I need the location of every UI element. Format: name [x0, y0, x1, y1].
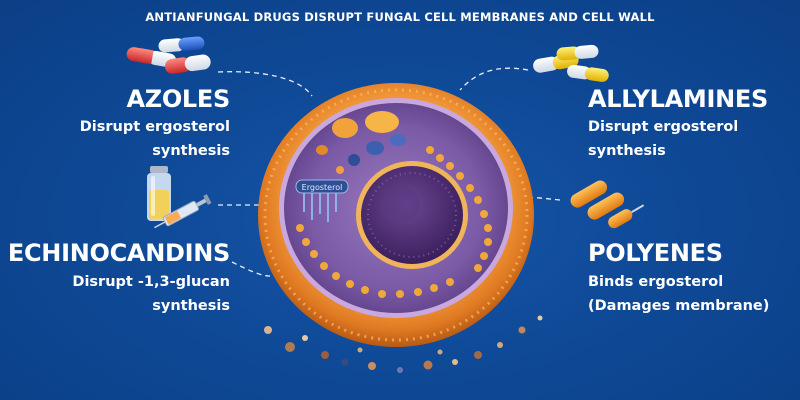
azoles-description-line1: Disrupt ergosterol — [79, 119, 230, 135]
nucleus — [356, 161, 468, 269]
allylamines-title: ALLYLAMINES — [588, 85, 768, 113]
connector-azoles — [217, 71, 313, 97]
vial-icon — [147, 166, 171, 221]
echinocandins-description-line2: synthesis — [152, 298, 230, 314]
polyenes-title: POLYENES — [588, 239, 723, 267]
syringe-icon — [154, 194, 212, 229]
ergosterol-label: Ergosterol — [302, 183, 343, 192]
allylamines-description-line1: Disrupt ergosterol — [588, 119, 739, 135]
azoles-description-line2: synthesis — [152, 143, 230, 159]
ergosterol-structure: Ergosterol — [295, 179, 349, 222]
polyenes-description-line1: Binds ergosterol — [588, 274, 724, 290]
connector-echinocandins-lower — [231, 261, 271, 277]
orange-capsules-icon — [570, 180, 645, 229]
capsule-pills-icon — [126, 36, 211, 74]
azoles-title: AZOLES — [126, 85, 230, 113]
allylamines-description-line2: synthesis — [588, 143, 666, 159]
mitochondria-chains — [296, 146, 492, 298]
polyenes-description-line2: (Damages membrane) — [588, 298, 770, 314]
debris-particles — [264, 315, 543, 373]
cell-wall-texture — [263, 88, 529, 342]
page-title: ANTIANFUNGAL DRUGS DISRUPT FUNGAL CELL M… — [145, 10, 655, 24]
connector-allylamines — [459, 67, 529, 91]
fungal-cell: Ergosterol — [258, 83, 534, 347]
echinocandins-title: ECHINOCANDINS — [7, 239, 230, 267]
allylamine-capsules-icon — [533, 44, 609, 82]
echinocandins-description-line1: Disrupt -1,3-glucan — [72, 274, 230, 290]
golgi-organelles — [316, 111, 406, 174]
